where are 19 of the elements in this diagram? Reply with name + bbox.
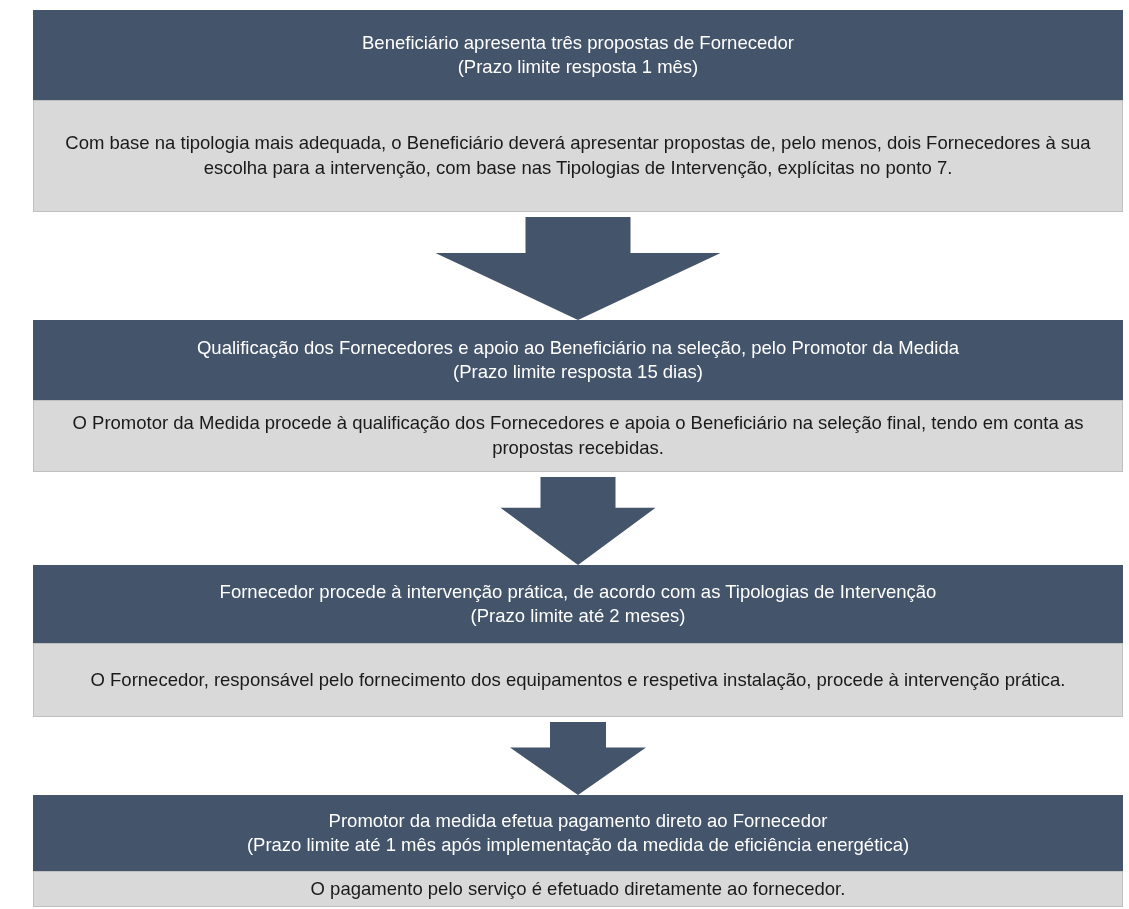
step-title: Qualificação dos Fornecedores e apoio ao Beneficiário na seleção, pelo Promotor da Medida <box>196 335 959 360</box>
step-panel <box>33 320 1123 472</box>
deadline-text: (Prazo limite resposta 15 dias) <box>453 360 703 384</box>
step-description: Com base na tipologia mais adequada, o Beneficiário deverá apresentar propostas de, pelo menos, dois Fornecedores à sua escolha para a intervenção, com base nas Tipologias de Intervenção, explícitas no ponto 7. <box>64 131 1092 180</box>
step-description: O pagamento pelo serviço é efetuado diretamente ao fornecedor. <box>310 876 846 901</box>
step-title: Fornecedor procede à intervenção prática, de acordo com as Tipologias de Intervenção <box>219 579 937 604</box>
step-title: Beneficiário apresenta três propostas de Fornecedor <box>362 30 794 55</box>
step-description: O Fornecedor, responsável pelo fornecimento dos equipamentos e respetiva instalação, procede à intervenção prática. <box>90 667 1066 692</box>
step-panel <box>33 795 1123 907</box>
down-arrow <box>435 217 721 320</box>
step-panel <box>33 10 1123 212</box>
down-arrow <box>500 477 656 565</box>
down-arrow <box>510 722 646 795</box>
step-description: O Promotor da Medida procede à qualificação dos Fornecedores e apoia o Beneficiário na seleção final, tendo em conta as propostas recebidas. <box>71 411 1085 460</box>
step-title: Promotor da medida efetua pagamento direto ao Fornecedor <box>328 808 828 833</box>
deadline-text: (Prazo limite até 1 mês após implementação da medida de eficiência energética) <box>246 833 910 857</box>
step-panel <box>33 565 1123 717</box>
deadline-text: (Prazo limite resposta 1 mês) <box>457 55 699 79</box>
deadline-text: (Prazo limite até 2 meses) <box>470 604 686 628</box>
